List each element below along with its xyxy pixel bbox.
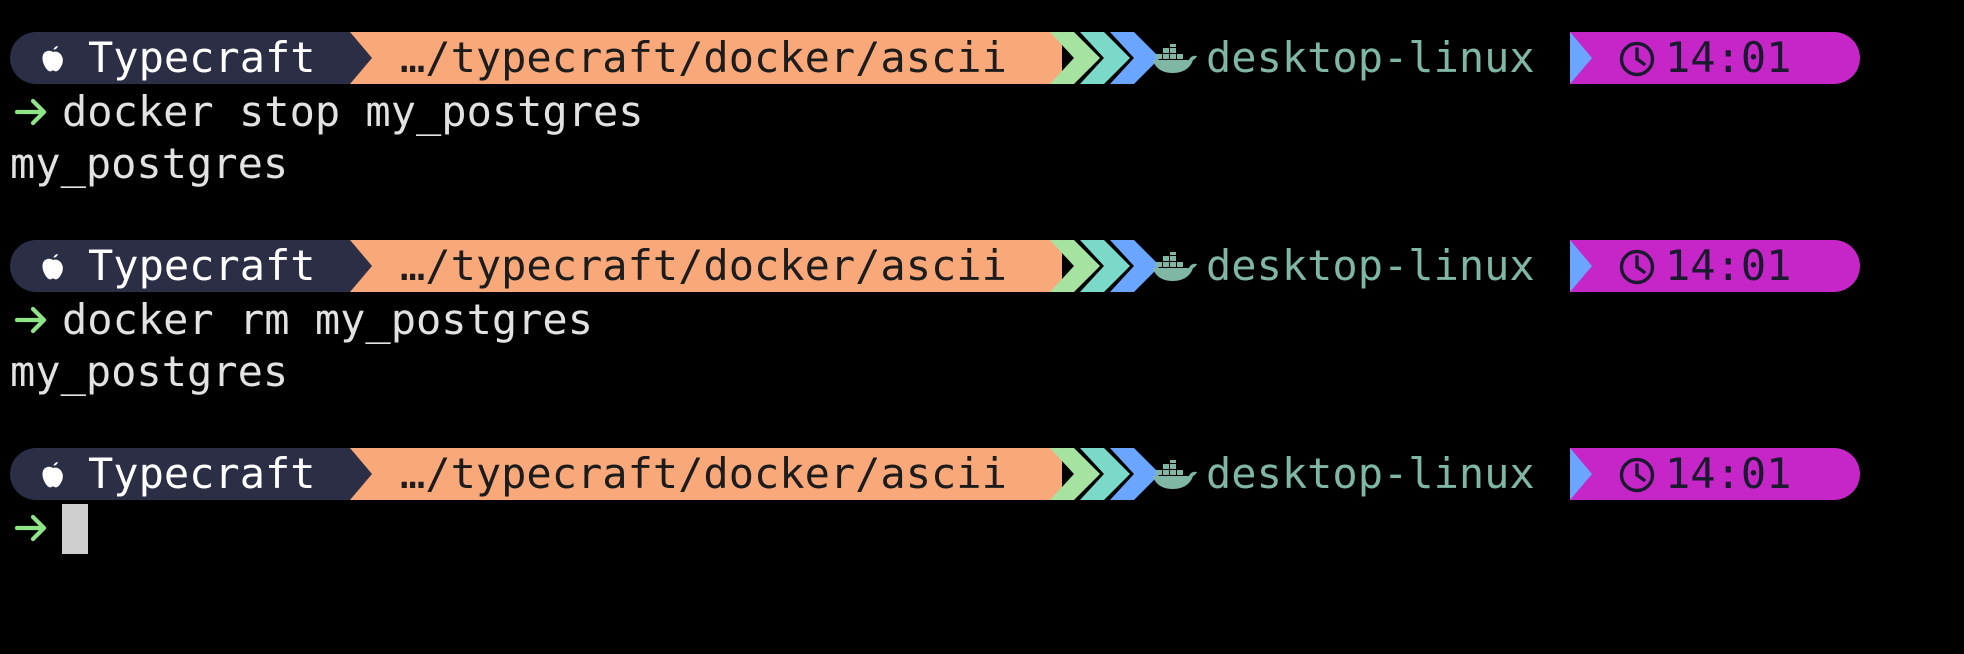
user-label: Typecraft: [88, 241, 316, 290]
prompt-arrow-icon: [14, 98, 47, 126]
user-segment: [10, 240, 410, 292]
user-segment: [10, 32, 410, 84]
docker-icon: [1153, 460, 1197, 489]
apple-icon: [42, 254, 63, 280]
time-segment: [1570, 448, 1860, 500]
command-line[interactable]: docker stop my_postgres: [10, 86, 1810, 138]
time-segment: [1570, 32, 1860, 84]
command-input-line[interactable]: [10, 502, 1810, 554]
apple-icon: [42, 46, 63, 72]
user-label: Typecraft: [88, 449, 316, 498]
host-label: desktop-linux: [1206, 449, 1535, 498]
user-segment: [10, 448, 410, 500]
path-segment: [350, 32, 1062, 84]
user-label: Typecraft: [88, 33, 316, 82]
prompt-bar: Typecraft …/typecraft/docker/ascii deskt…: [10, 240, 1860, 292]
git-chevron: [1110, 240, 1160, 292]
apple-icon: [42, 462, 63, 488]
command-output: my_postgres: [10, 139, 289, 188]
prompt-bar: Typecraft …/typecraft/docker/ascii deskt…: [10, 32, 1860, 84]
time-label: 14:01: [1665, 33, 1792, 82]
git-chevron: [1110, 448, 1160, 500]
clock-icon: [1619, 41, 1655, 77]
docker-icon: [1153, 44, 1197, 73]
prompt-bar: Typecraft …/typecraft/docker/ascii deskt…: [10, 448, 1860, 500]
git-chevron: [1110, 32, 1160, 84]
prompt-arrow-icon: [14, 514, 47, 542]
docker-icon: [1153, 252, 1197, 281]
time-segment: [1570, 240, 1860, 292]
path-segment: [350, 448, 1062, 500]
time-label: 14:01: [1665, 449, 1792, 498]
path-label: …/typecraft/docker/ascii: [400, 241, 1007, 290]
path-label: …/typecraft/docker/ascii: [400, 33, 1007, 82]
text-cursor: [62, 504, 88, 554]
clock-icon: [1619, 457, 1655, 493]
host-label: desktop-linux: [1206, 241, 1535, 290]
clock-icon: [1619, 249, 1655, 285]
command-line[interactable]: docker rm my_postgres: [10, 294, 1810, 346]
command-output: my_postgres: [10, 347, 289, 396]
path-label: …/typecraft/docker/ascii: [400, 449, 1007, 498]
prompt-arrow-icon: [14, 306, 47, 334]
path-segment: [350, 240, 1062, 292]
time-label: 14:01: [1665, 241, 1792, 290]
host-label: desktop-linux: [1206, 33, 1535, 82]
command-text: docker stop my_postgres: [62, 87, 644, 136]
command-text: docker rm my_postgres: [62, 295, 594, 344]
